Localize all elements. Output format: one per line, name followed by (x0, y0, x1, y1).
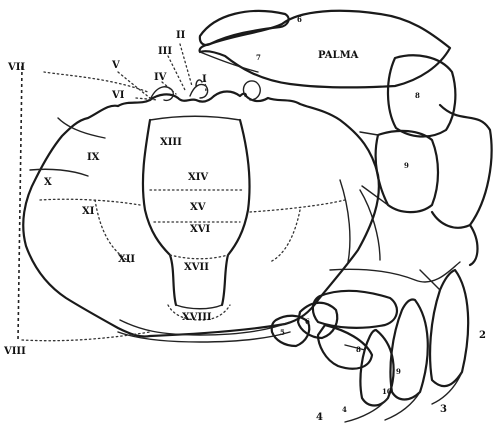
label-region-V: V (111, 60, 120, 71)
label-region-X: X (44, 177, 52, 188)
label-region-IV: IV (154, 72, 167, 83)
segment-number-4b: 4 (342, 405, 347, 414)
leg-label-2: 2 (479, 330, 486, 341)
label-region-VIII: VIII (3, 346, 26, 357)
segment-number-8b: 8 (356, 345, 361, 354)
segment-number-10: 10 (382, 387, 392, 396)
label-region-XVI: XVI (190, 224, 211, 235)
label-palma: PALMA (318, 50, 359, 61)
label-region-XIII: XIII (160, 137, 182, 148)
label-region-IX: IX (87, 152, 100, 163)
merus (376, 131, 438, 212)
label-region-XII: XII (118, 254, 135, 265)
dactyl (200, 11, 289, 45)
carapace-outline (23, 96, 379, 337)
cheliped: 6 7 8 9 (200, 11, 456, 212)
label-region-XV: XV (190, 202, 206, 213)
segment-number-9: 9 (404, 161, 409, 170)
label-region-III: III (158, 46, 172, 57)
segment-number-5: 5 (280, 328, 285, 337)
label-region-I: I (202, 74, 207, 85)
label-region-XVIII: XVIII (182, 312, 212, 323)
label-region-VI: VI (111, 90, 125, 101)
walking-legs: 5 6 8 9 10 2 3 4 4 (272, 105, 492, 423)
label-region-XI: XI (82, 206, 95, 217)
segment-number-6b: 6 (305, 317, 310, 326)
leg-label-3: 3 (440, 404, 447, 415)
fixed-finger (200, 52, 258, 72)
segment-number-6: 6 (297, 15, 302, 24)
label-region-VII: VII (7, 62, 25, 73)
leg-label-4: 4 (316, 412, 323, 423)
label-region-II: II (176, 30, 186, 41)
segment-number-9b: 9 (396, 367, 401, 376)
label-region-XIV: XIV (188, 172, 208, 183)
label-region-XVII: XVII (184, 262, 209, 273)
segment-number-7: 7 (256, 53, 261, 62)
carpus (388, 55, 455, 136)
pointer-lines (18, 44, 206, 341)
segment-number-8: 8 (415, 91, 420, 100)
